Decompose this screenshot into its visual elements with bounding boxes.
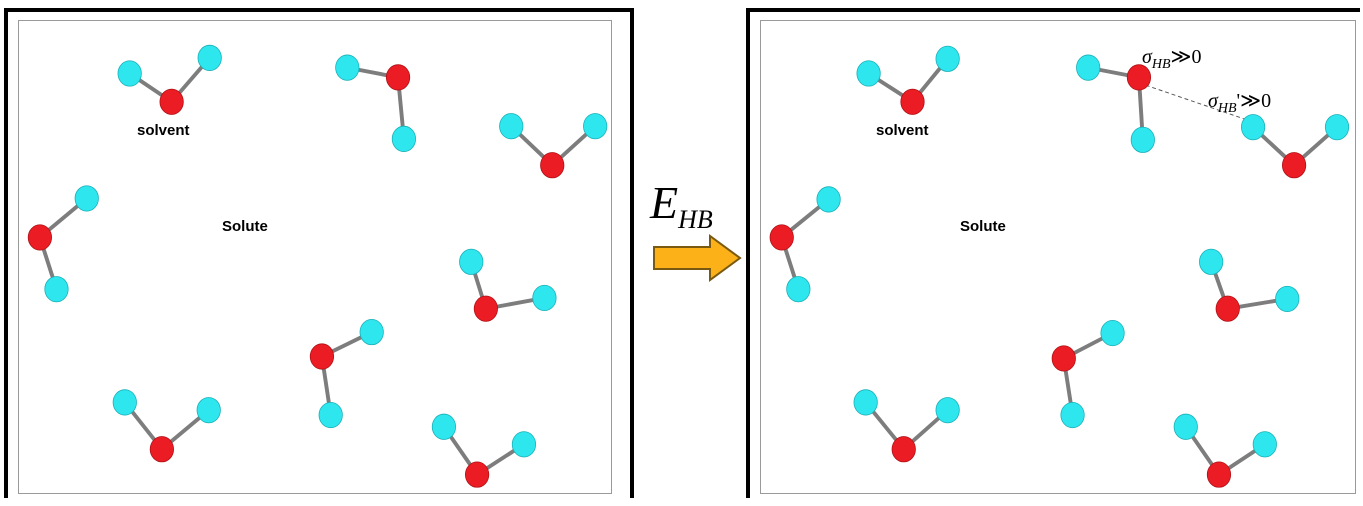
hydrogen-atom — [74, 185, 99, 212]
water-molecule — [335, 54, 417, 152]
solvent-label: solvent — [876, 122, 929, 139]
oxygen-atom — [473, 295, 498, 322]
water-molecule — [117, 44, 222, 115]
oxygen-atom — [1126, 64, 1152, 91]
solvent-label: solvent — [137, 122, 190, 139]
hydrogen-atom — [816, 186, 841, 213]
sigma-subscript: HB — [1217, 101, 1237, 116]
left-panel: solvent Solute — [4, 8, 634, 498]
oxygen-atom — [27, 224, 52, 251]
water-molecule — [431, 413, 537, 488]
hydrogen-atom — [318, 401, 343, 429]
energy-label: EHB — [650, 176, 713, 235]
hydrogen-atom — [335, 54, 360, 81]
hydrogen-atom — [117, 60, 142, 87]
hydrogen-atom — [583, 113, 608, 140]
hydrogen-atom — [44, 276, 69, 303]
hydrogen-atom — [1173, 413, 1198, 440]
water-molecule — [309, 319, 384, 429]
hydrogen-atom — [459, 248, 484, 275]
hydrogen-atom — [431, 413, 457, 440]
sigma-relation: ≫0 — [1170, 46, 1202, 68]
oxygen-atom — [891, 436, 916, 463]
hydrogen-atom — [1275, 285, 1300, 312]
hydrogen-atom — [391, 125, 417, 152]
water-molecule — [1173, 413, 1277, 488]
hydrogen-atom — [1076, 54, 1101, 81]
oxygen-atom — [309, 343, 335, 370]
sigma-hb-prime-label: σHB'≫0 — [1208, 88, 1271, 117]
solute-label: Solute — [222, 218, 268, 235]
hydrogen-bond-line — [1145, 84, 1252, 122]
water-molecule — [1051, 319, 1125, 429]
oxygen-atom — [1206, 461, 1232, 488]
hydrogen-atom — [1252, 431, 1277, 458]
hydrogen-atom — [935, 45, 960, 72]
sigma-symbol: σ — [1208, 90, 1218, 112]
left-panel-frame — [18, 20, 612, 494]
water-molecule — [769, 186, 841, 303]
water-molecule — [856, 45, 960, 115]
left-molecules — [27, 44, 608, 488]
oxygen-atom — [159, 88, 184, 115]
hydrogen-atom — [1324, 114, 1350, 141]
hydrogen-atom — [196, 397, 221, 424]
hydrogen-atom — [1060, 401, 1085, 429]
oxygen-atom — [900, 88, 925, 115]
hydrogen-atom — [856, 60, 881, 87]
hydrogen-atom — [1100, 319, 1125, 347]
solute-label: Solute — [960, 218, 1006, 235]
water-molecule — [459, 248, 557, 322]
water-molecule — [1076, 54, 1155, 153]
hydrogen-atom — [1241, 114, 1266, 141]
energy-subscript: HB — [678, 205, 713, 235]
oxygen-atom — [1051, 345, 1076, 372]
oxygen-atom — [769, 224, 794, 251]
oxygen-atom — [1215, 295, 1240, 322]
oxygen-atom — [1281, 152, 1307, 179]
water-molecule — [27, 185, 99, 303]
hydrogen-atom — [511, 431, 537, 458]
right-panel: solvent Solute σHB≫0 σHB'≫0 — [746, 8, 1360, 498]
hydrogen-atom — [786, 276, 811, 303]
hydrogen-atom — [499, 113, 524, 140]
oxygen-atom — [149, 436, 174, 463]
hydrogen-atom — [1130, 126, 1155, 153]
hydrogen-atom — [112, 389, 137, 416]
water-molecule — [112, 389, 221, 463]
hydrogen-atom — [853, 389, 878, 416]
water-molecule — [1199, 248, 1300, 322]
oxygen-atom — [540, 152, 565, 179]
hydrogen-atom — [532, 284, 557, 312]
oxygen-atom — [385, 64, 411, 91]
right-panel-frame — [760, 20, 1356, 494]
oxygen-atom — [464, 461, 490, 488]
right-arrow-icon — [653, 234, 742, 282]
water-molecule — [853, 389, 960, 463]
sigma-subscript: HB — [1151, 57, 1171, 72]
right-molecules — [769, 45, 1350, 488]
sigma-relation: '≫0 — [1236, 90, 1272, 112]
hydrogen-atom — [197, 44, 222, 71]
water-molecule — [499, 113, 608, 179]
energy-symbol: E — [650, 177, 679, 228]
water-molecule — [1241, 114, 1350, 179]
hydrogen-atom — [935, 397, 960, 424]
hydrogen-atom — [359, 319, 384, 346]
sigma-symbol: σ — [1142, 46, 1152, 68]
hydrogen-atom — [1199, 248, 1224, 275]
sigma-hb-label: σHB≫0 — [1142, 44, 1201, 73]
